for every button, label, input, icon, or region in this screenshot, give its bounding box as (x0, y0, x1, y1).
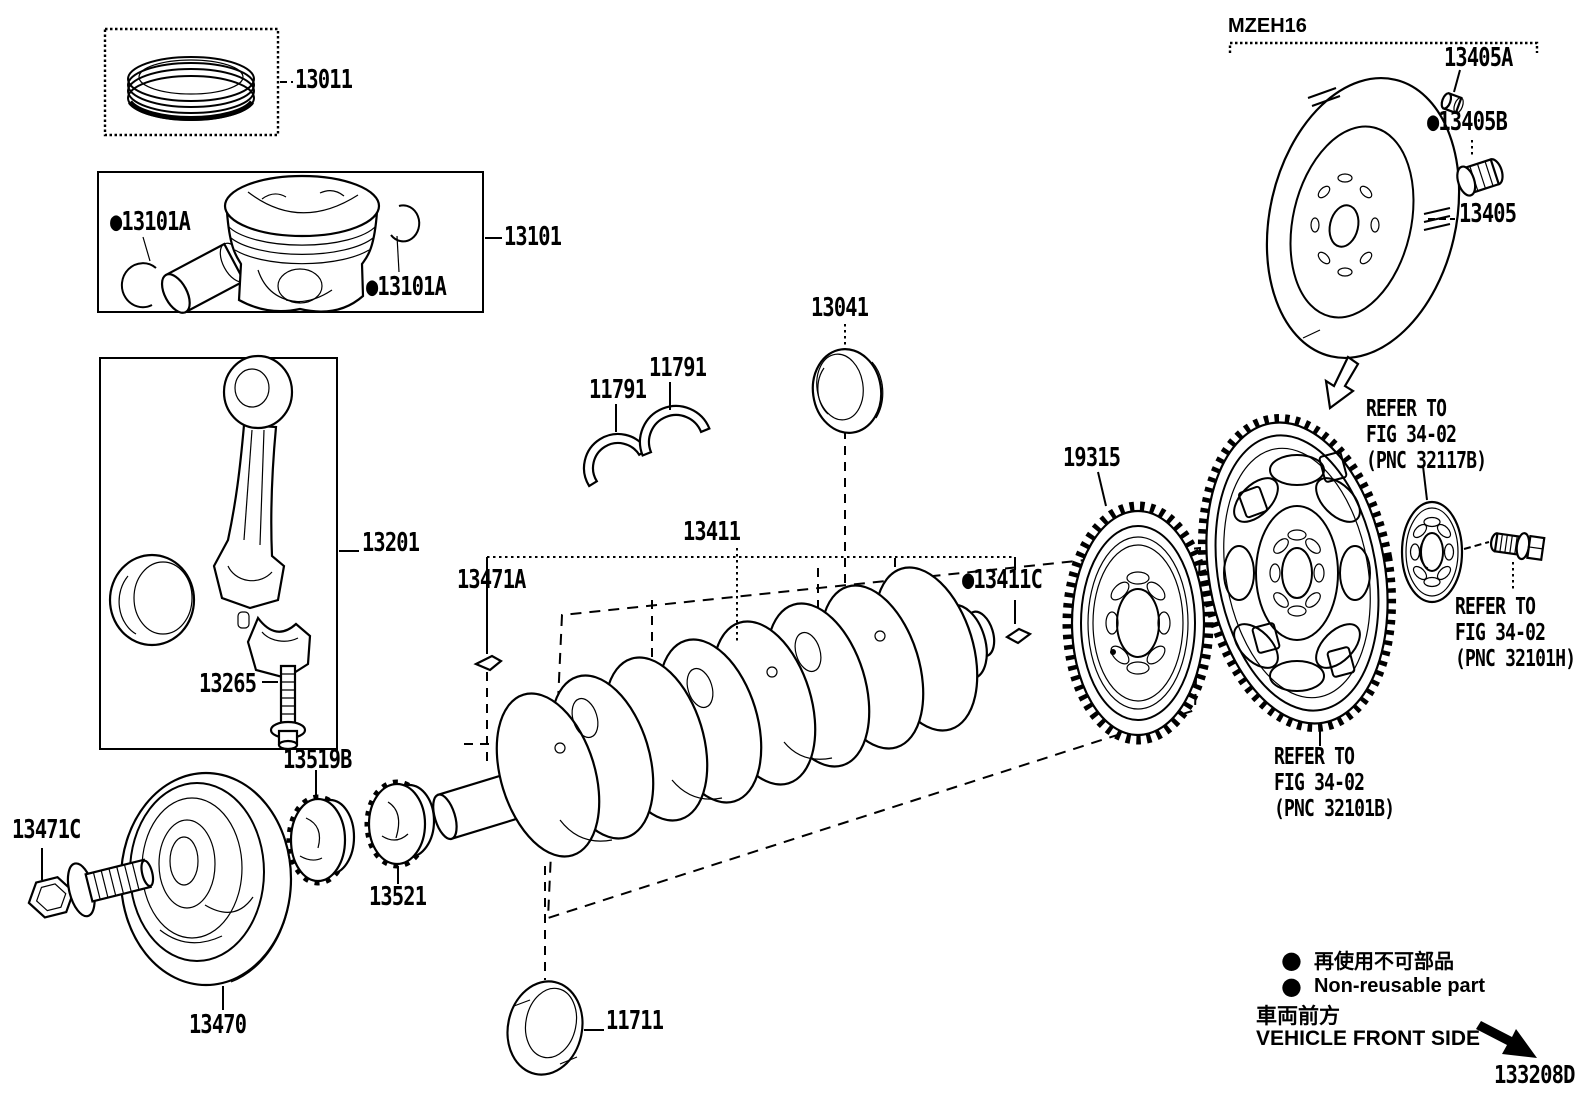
part-label-13411c: ●13411C (962, 565, 1043, 595)
pulley-bolt (27, 858, 155, 919)
part-label-13470: 13470 (189, 1010, 247, 1040)
crankshaft-bracket (473, 556, 1033, 672)
vehicle-front-arrow (1476, 1021, 1537, 1058)
timing-gear-13519b (286, 770, 356, 886)
crank-position-gear-13521 (364, 779, 436, 884)
rod-bearing-shell (108, 553, 196, 647)
part-label-13101: 13101 (504, 222, 562, 252)
part-label-13471c: 13471C (12, 815, 81, 845)
piston (223, 174, 381, 313)
part-label-11711: 11711 (606, 1006, 664, 1036)
piston-ring-box (103, 27, 293, 137)
drive-plate (1197, 414, 1397, 746)
part-label-13405a: 13405A (1444, 43, 1513, 73)
refer-note-bottom: REFER TO FIG 34-02 (PNC 32101B) (1274, 744, 1395, 822)
part-label-13011: 13011 (295, 65, 353, 95)
part-label-13405: 13405 (1459, 199, 1517, 229)
part-label-13519b: 13519B (283, 745, 352, 775)
part-label-13265: 13265 (199, 669, 257, 699)
connecting-rod (212, 354, 302, 649)
part-label-11791-left: 11791 (589, 375, 647, 405)
crankshaft (432, 566, 996, 858)
refer-note-right: REFER TO FIG 34-02 (PNC 32101H) (1455, 594, 1576, 672)
part-label-13101a-right: ●13101A (366, 272, 447, 302)
vehicle-front-en: VEHICLE FRONT SIDE (1256, 1027, 1481, 1050)
part-label-13521: 13521 (369, 882, 427, 912)
piston-pin (160, 242, 249, 314)
part-label-13201: 13201 (362, 528, 420, 558)
thrust-washer-11791-right (638, 404, 711, 457)
crankshaft-pulley (119, 771, 293, 1010)
rod-cap (246, 615, 312, 680)
part-label-19315: 19315 (1063, 443, 1121, 473)
sensor-plate-19315 (1062, 471, 1214, 745)
thrust-washer-11791-left (582, 432, 649, 488)
connecting-rod-box (99, 354, 359, 751)
part-label-13041: 13041 (811, 293, 869, 323)
legend-non-reusable-jp: ● 再使用不可部品 (1281, 945, 1454, 974)
snap-ring-right (390, 204, 421, 243)
flywheel-bolt (1456, 158, 1504, 197)
vehicle-front-jp: 車両前方 (1256, 1005, 1340, 1028)
legend-non-reusable-en: ● Non-reusable part (1281, 972, 1486, 1000)
refer-note-top: REFER TO FIG 34-02 (PNC 32117B) (1366, 396, 1487, 474)
group-bracket (1228, 41, 1539, 53)
drive-plate-bolt (1489, 532, 1546, 562)
flywheel-pin (1440, 92, 1464, 115)
part-label-13405b: ●13405B (1427, 107, 1508, 137)
group-code: MZEH16 (1228, 15, 1307, 37)
flywheel (1265, 76, 1461, 360)
non-reusable-dot-icon: ● (1281, 972, 1302, 1000)
main-bearing-13041 (811, 324, 884, 434)
main-bearing-11711 (506, 980, 604, 1076)
assembly-direction-arrow (1324, 355, 1360, 410)
part-label-11791-right: 11791 (649, 353, 707, 383)
piston-kit-box (97, 171, 502, 314)
spacer-plate (1400, 465, 1490, 604)
snap-ring-left (120, 262, 157, 309)
figure-code: 133208D (1494, 1060, 1575, 1089)
part-label-13471a: 13471A (457, 565, 526, 595)
part-label-13101a-left: ●13101A (110, 207, 191, 237)
rod-bolt (262, 664, 307, 751)
part-label-13411: 13411 (683, 517, 741, 547)
non-reusable-dot-icon: ● (1281, 945, 1302, 974)
